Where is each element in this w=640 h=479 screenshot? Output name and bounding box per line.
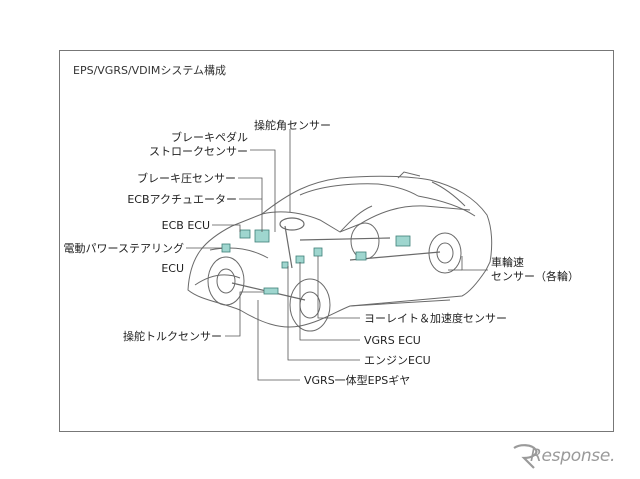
label-engine-ecu: エンジンECU <box>364 354 431 367</box>
label-ecb-actuator: ECBアクチュエーター <box>127 193 237 206</box>
watermark-logo: Response. <box>530 446 616 466</box>
label-vgrs-ecu: VGRS ECU <box>364 334 421 347</box>
system-components <box>221 229 411 295</box>
label-eps-ecu-line1: 電動パワーステアリング <box>63 242 184 255</box>
response-logo-swoosh <box>513 444 538 469</box>
label-yaw-rate-sensor: ヨーレイト＆加速度センサー <box>364 312 507 325</box>
diagram-frame <box>59 50 614 432</box>
label-eps-ecu-line2: ECU <box>161 262 184 275</box>
label-vgrs-eps-gear: VGRS一体型EPSギヤ <box>304 374 411 387</box>
leader-lines <box>186 129 488 381</box>
label-brake-pedal-line1: ブレーキペダル <box>171 131 248 144</box>
label-brake-pedal-line2: ストロークセンサー <box>149 145 248 158</box>
label-ecb-ecu: ECB ECU <box>161 219 210 232</box>
label-wheel-speed-line1: 車輪速 <box>491 256 524 269</box>
diagram-title: EPS/VGRS/VDIMシステム構成 <box>73 64 227 77</box>
label-steering-angle-sensor: 操舵角センサー <box>254 119 331 132</box>
label-brake-pressure-sensor: ブレーキ圧センサー <box>137 172 236 185</box>
label-steering-torque-sensor: 操舵トルクセンサー <box>123 330 222 343</box>
label-wheel-speed-line2: センサー（各輪） <box>491 270 579 283</box>
